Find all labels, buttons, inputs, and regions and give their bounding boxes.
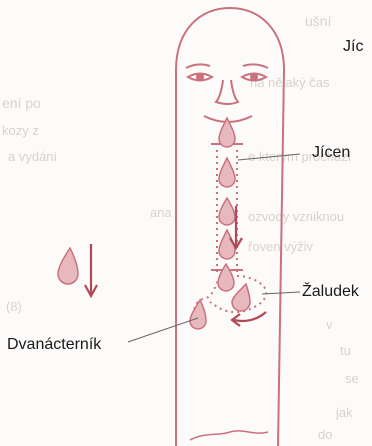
- down-arrow-icon: [85, 244, 97, 296]
- label-stomach: Žaludek: [302, 284, 359, 300]
- right-eyebrow: [243, 64, 268, 68]
- left-eyebrow: [186, 64, 210, 68]
- leader-duodenum: [128, 318, 198, 342]
- drop-icon: [218, 264, 234, 291]
- label-top-cut: Jíc: [343, 39, 363, 55]
- face: [186, 64, 268, 122]
- label-esophagus: Jícen: [312, 145, 350, 161]
- body-outline: [176, 8, 284, 446]
- curved-arrow-icon: [232, 312, 266, 326]
- bolus-drops: [58, 118, 250, 329]
- label-duodenum: Dvanácterník: [7, 337, 101, 353]
- drop-icon: [219, 198, 235, 225]
- drop-icon: [58, 248, 78, 284]
- drop-icon: [190, 300, 206, 329]
- drop-icon: [219, 158, 235, 187]
- right-pupil: [251, 74, 257, 80]
- body-bottom-edge: [190, 431, 268, 440]
- left-pupil: [197, 74, 203, 80]
- nose: [216, 80, 238, 104]
- drop-icon: [219, 230, 235, 259]
- leader-esophagus: [238, 154, 300, 160]
- leader-lines: [128, 154, 300, 342]
- drop-icon: [232, 284, 250, 311]
